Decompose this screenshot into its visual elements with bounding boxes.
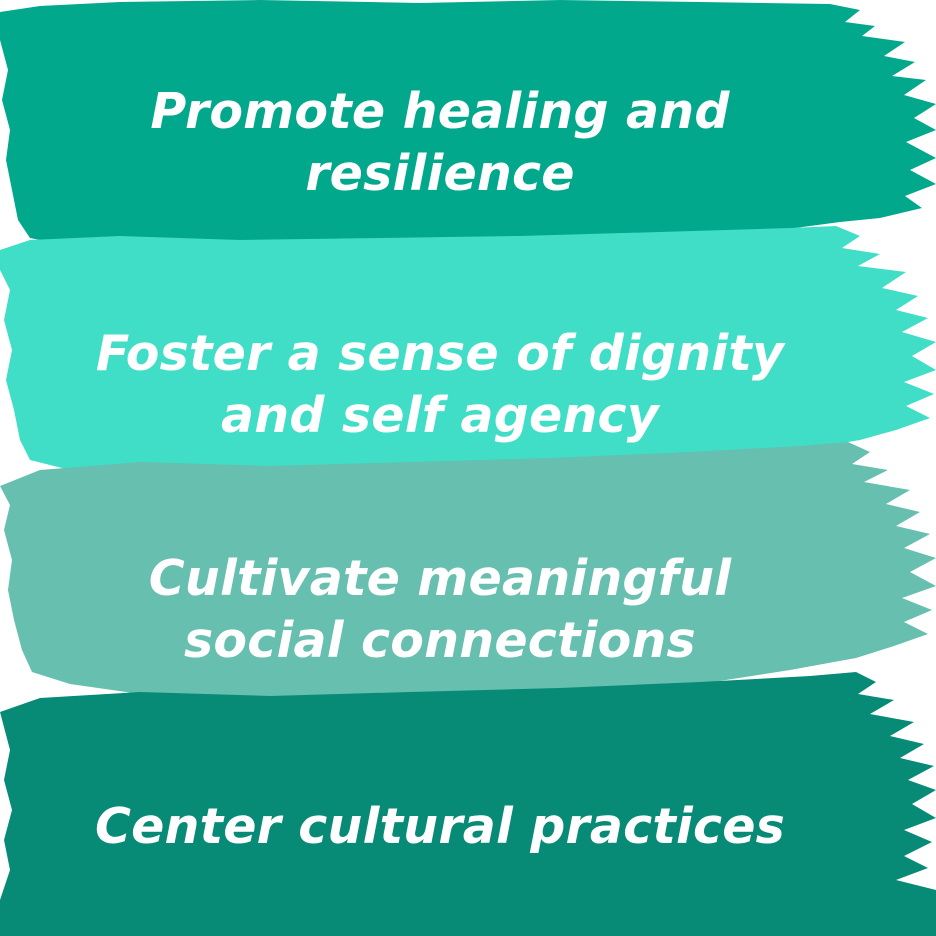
brush-stroke-1	[0, 0, 936, 256]
item-label-1: Promote healing and resilience	[0, 78, 880, 208]
item-label-3: Cultivate meaningful social connections	[0, 545, 880, 675]
item-text-3: Cultivate meaningful social connections	[148, 550, 732, 669]
item-text-4: Center cultural practices	[94, 798, 786, 855]
brush-stroke-2	[0, 226, 936, 488]
brush-stroke-3	[0, 442, 936, 706]
item-label-4: Center cultural practices	[0, 792, 880, 862]
item-text-1: Promote healing and resilience	[150, 83, 730, 202]
item-label-2: Foster a sense of dignity and self agenc…	[0, 320, 880, 450]
brush-stroke-4	[0, 672, 936, 936]
item-text-2: Foster a sense of dignity and self agenc…	[95, 325, 785, 444]
